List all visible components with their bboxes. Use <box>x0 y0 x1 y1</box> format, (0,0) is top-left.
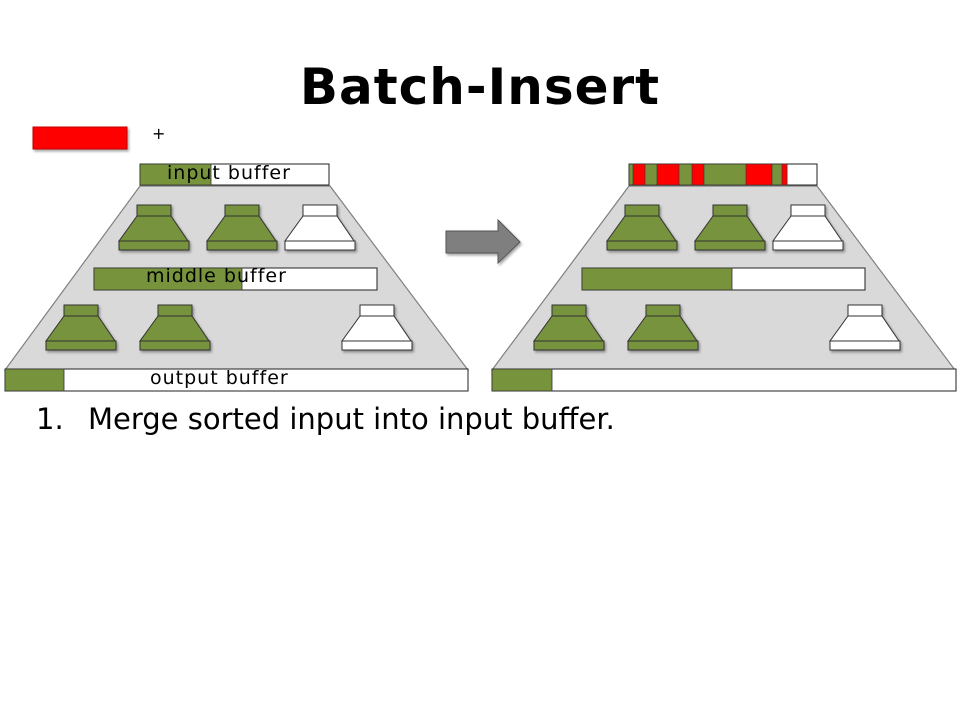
right-node-2 <box>694 204 766 251</box>
merged-insert-3 <box>691 163 705 186</box>
right-tree <box>490 163 957 392</box>
output-buffer-label: output buffer <box>150 367 289 389</box>
left-node-3 <box>284 204 356 251</box>
insert-batch <box>32 126 128 150</box>
right-output-buffer <box>491 368 957 392</box>
right-node-6 <box>829 304 901 351</box>
right-input-buffer <box>628 163 818 186</box>
merged-insert-4 <box>745 163 773 186</box>
left-node-1 <box>118 204 190 251</box>
merged-insert-1 <box>632 163 646 186</box>
left-node-6 <box>341 304 413 351</box>
right-node-5 <box>627 304 699 351</box>
step-number: 1. <box>36 402 64 436</box>
right-node-4 <box>533 304 605 351</box>
step-text: Merge sorted input into input buffer. <box>88 402 615 436</box>
plus-sign: + <box>152 124 166 143</box>
left-middle-buffer <box>93 267 378 291</box>
left-node-4 <box>45 304 117 351</box>
step-item: 1. Merge sorted input into input buffer. <box>36 402 615 436</box>
input-buffer-label: input buffer <box>167 162 291 184</box>
slide-title: Batch-Insert <box>299 58 661 116</box>
right-middle-buffer <box>581 267 866 291</box>
left-tree <box>3 163 470 392</box>
merged-insert-2 <box>656 163 680 186</box>
merged-insert-5 <box>781 163 788 186</box>
transition-arrow <box>445 218 521 265</box>
right-node-3 <box>772 204 844 251</box>
left-input-buffer <box>139 163 330 186</box>
left-node-5 <box>139 304 211 351</box>
left-output-buffer <box>4 368 469 392</box>
left-node-2 <box>206 204 278 251</box>
right-node-1 <box>606 204 678 251</box>
middle-buffer-label: middle buffer <box>146 265 287 287</box>
